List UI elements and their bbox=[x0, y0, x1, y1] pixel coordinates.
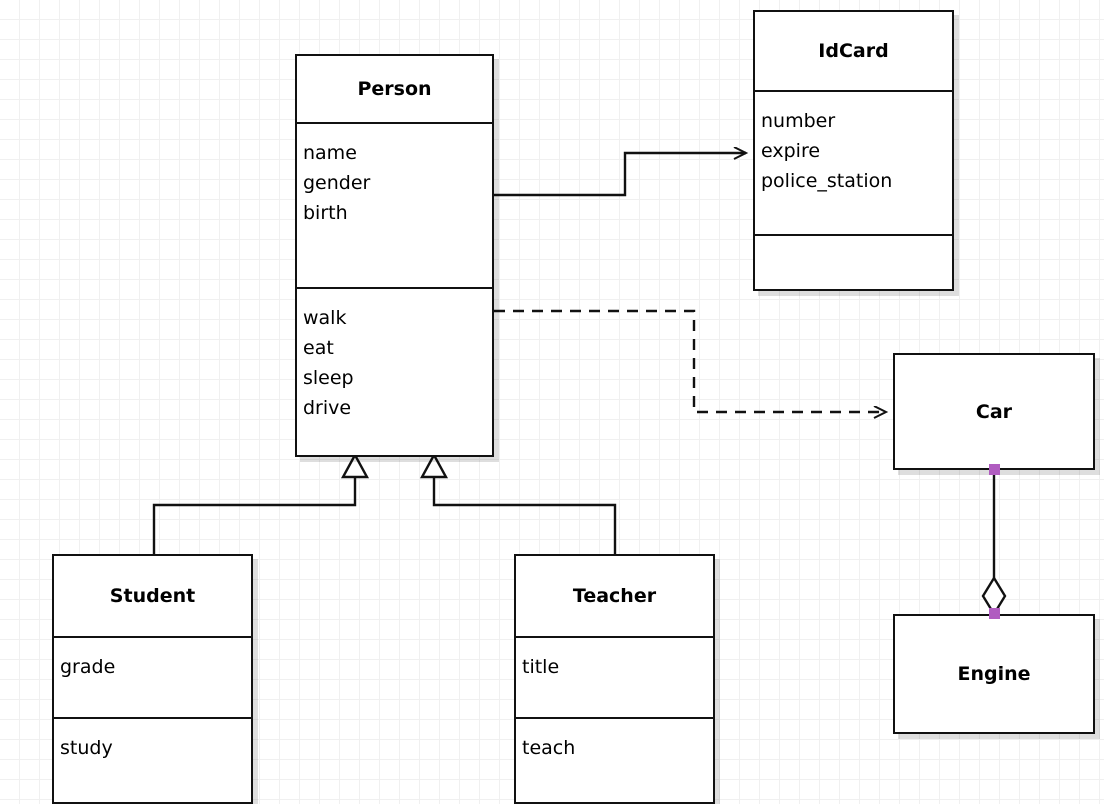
uml-class-engine[interactable]: Engine bbox=[893, 614, 1095, 734]
attributes-compartment-teacher: title bbox=[516, 636, 713, 717]
attributes-compartment-person: name gender birth bbox=[297, 122, 492, 287]
connection-handle-engine-end[interactable] bbox=[989, 608, 1000, 619]
method-item: study bbox=[60, 737, 113, 759]
class-name-label: Student bbox=[109, 585, 196, 607]
uml-class-student[interactable]: Student grade study bbox=[52, 554, 253, 804]
uml-class-person[interactable]: Person name gender birth walk eat sleep … bbox=[295, 54, 494, 457]
association-person-idcard[interactable] bbox=[494, 153, 746, 197]
class-name-label: IdCard bbox=[818, 40, 889, 62]
attribute-item: grade bbox=[60, 656, 116, 678]
attribute-item: police_station bbox=[761, 170, 893, 192]
class-title-car: Car bbox=[895, 355, 1093, 468]
uml-class-idcard[interactable]: IdCard number expire police_station bbox=[753, 10, 954, 291]
attribute-item: expire bbox=[761, 140, 821, 162]
inheritance-triangle-teacher bbox=[419, 452, 449, 479]
method-item: eat bbox=[303, 337, 334, 359]
attribute-item: title bbox=[522, 656, 560, 678]
uml-class-teacher[interactable]: Teacher title teach bbox=[514, 554, 715, 804]
generalization-student-person[interactable] bbox=[152, 474, 357, 554]
class-title-teacher: Teacher bbox=[516, 556, 713, 636]
class-title-student: Student bbox=[54, 556, 251, 636]
method-item: sleep bbox=[303, 367, 354, 389]
methods-compartment-student: study bbox=[54, 717, 251, 802]
class-name-label: Car bbox=[975, 400, 1013, 423]
attribute-item: name bbox=[303, 142, 357, 164]
attribute-item: gender bbox=[303, 172, 371, 194]
methods-compartment-person: walk eat sleep drive bbox=[297, 287, 492, 457]
connection-handle-car-end[interactable] bbox=[989, 464, 1000, 475]
method-item: walk bbox=[303, 307, 347, 329]
methods-compartment-teacher: teach bbox=[516, 717, 713, 802]
class-name-label: Teacher bbox=[572, 585, 657, 607]
class-name-label: Person bbox=[357, 78, 432, 100]
method-item: teach bbox=[522, 737, 576, 759]
class-title-idcard: IdCard bbox=[755, 12, 952, 90]
attributes-compartment-student: grade bbox=[54, 636, 251, 717]
class-title-engine: Engine bbox=[895, 616, 1093, 732]
methods-compartment-idcard bbox=[755, 234, 952, 289]
uml-class-car[interactable]: Car bbox=[893, 353, 1095, 470]
attribute-item: number bbox=[761, 110, 836, 132]
inheritance-triangle-student bbox=[340, 452, 370, 479]
method-item: drive bbox=[303, 397, 352, 419]
dependency-person-car[interactable] bbox=[494, 309, 886, 412]
class-title-person: Person bbox=[297, 56, 492, 122]
attribute-item: birth bbox=[303, 202, 348, 224]
class-name-label: Engine bbox=[957, 663, 1031, 685]
generalization-teacher-person[interactable] bbox=[432, 474, 617, 554]
attributes-compartment-idcard: number expire police_station bbox=[755, 90, 952, 234]
